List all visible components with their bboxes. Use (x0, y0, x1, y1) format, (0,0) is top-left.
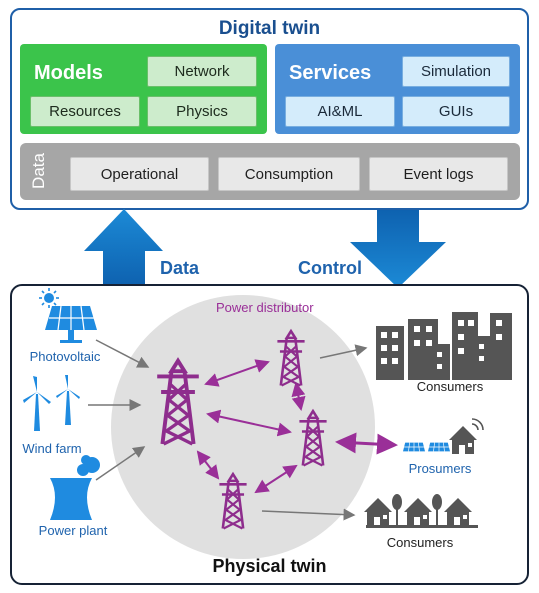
power-plant-label: Power plant (38, 523, 108, 538)
service-simulation: Simulation (402, 56, 510, 87)
data-operational: Operational (70, 157, 209, 191)
model-physics: Physics (147, 96, 257, 127)
data-up-arrow (84, 209, 163, 285)
services-label: Services (289, 62, 372, 84)
control-down-arrow (350, 210, 446, 288)
buildings-icon (376, 312, 512, 380)
plant-arrow (95, 446, 146, 481)
models-label: Models (34, 62, 103, 84)
solar-panel-icon (45, 305, 97, 343)
prosumers-label: Prosumers (408, 461, 472, 476)
service-guis: GUIs (402, 96, 510, 127)
physical-twin-title: Physical twin (212, 556, 327, 576)
data-consumption: Consumption (218, 157, 360, 191)
distributor-label: Power distributor (216, 300, 314, 315)
wind-turbine-icon (23, 375, 80, 431)
data-flow-label: Data (160, 258, 200, 278)
model-resources: Resources (30, 96, 140, 127)
model-network: Network (147, 56, 257, 87)
pv-arrow (95, 339, 150, 368)
houses-icon (364, 494, 478, 528)
digital-twin-title: Digital twin (218, 18, 321, 39)
wifi-icon (471, 418, 484, 431)
consumers-bottom-label: Consumers (386, 535, 454, 550)
consumers-top-label: Consumers (416, 379, 484, 394)
data-event-logs: Event logs (369, 157, 508, 191)
photovoltaic-label: Photovoltaic (29, 349, 101, 364)
service-aiml: AI&ML (285, 96, 395, 127)
power-plant-icon (50, 455, 100, 520)
sun-icon (39, 288, 59, 308)
control-flow-label: Control (298, 258, 362, 278)
solar-panel-icon (402, 442, 426, 452)
wind-farm-label: Wind farm (22, 441, 82, 456)
solar-panel-icon (427, 442, 451, 452)
houses-icon (449, 426, 477, 454)
